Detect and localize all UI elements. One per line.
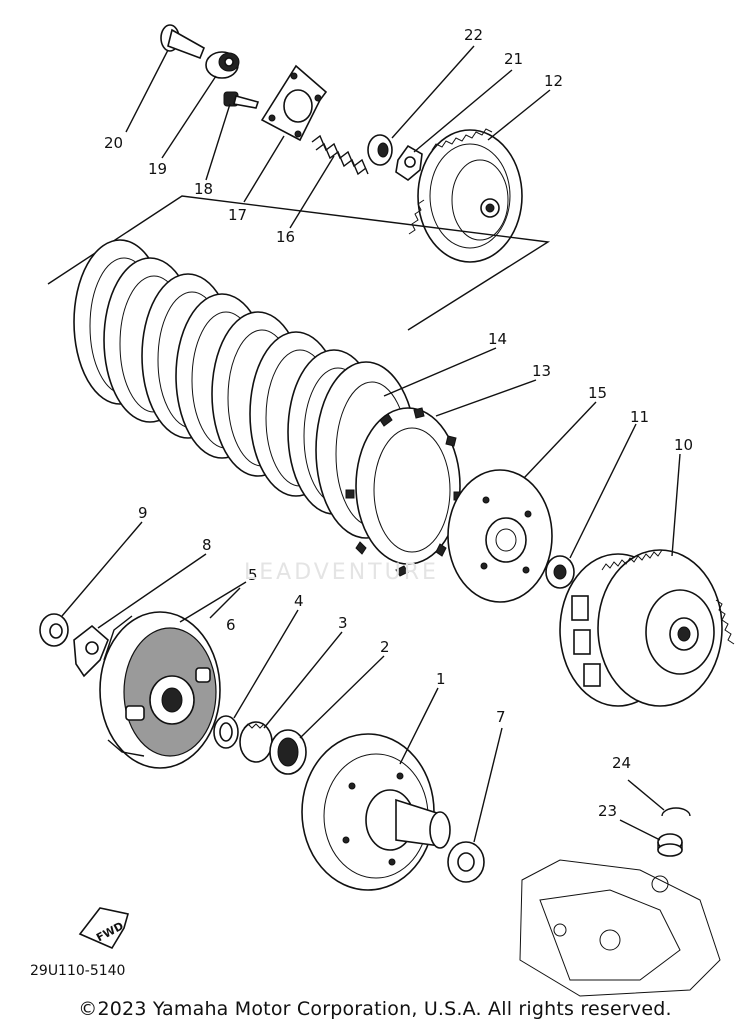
callout-3: 3 [338, 614, 348, 632]
nut-part [367, 134, 393, 166]
callout-19: 19 [148, 160, 167, 178]
callout-14: 14 [488, 330, 507, 348]
thrust-washer-part [545, 555, 575, 589]
callout-1: 1 [436, 670, 446, 688]
circlip-small-part [661, 807, 691, 817]
pressure-plate-part [260, 64, 328, 142]
callout-13: 13 [532, 362, 551, 380]
callout-8: 8 [202, 536, 212, 554]
callout-17: 17 [228, 206, 247, 224]
crankcase-part [519, 859, 721, 997]
centrifugal-clutch-part [99, 611, 221, 769]
callout-23: 23 [598, 802, 617, 820]
fwd-arrow-icon: FWD [78, 907, 130, 950]
callout-16: 16 [276, 228, 295, 246]
callout-18: 18 [194, 180, 213, 198]
washer-large-part [447, 841, 485, 883]
callout-labels: 20 19 18 17 16 22 21 12 14 13 15 11 10 9… [104, 26, 693, 820]
lock-washer-small-part [73, 624, 109, 678]
lock-washer-part [395, 144, 423, 181]
clutch-boss-part [447, 469, 553, 603]
leader-lines [61, 45, 681, 843]
callout-12: 12 [544, 72, 563, 90]
cap-part [657, 833, 683, 857]
drawing-code: 29U110-5140 [30, 963, 125, 979]
callout-10: 10 [674, 436, 693, 454]
circlip-part [213, 715, 239, 749]
bolt-part [160, 24, 206, 60]
callout-2: 2 [380, 638, 390, 656]
primary-gear-part [408, 128, 523, 263]
callout-7: 7 [496, 708, 506, 726]
needle-bearing-part [269, 729, 307, 775]
callout-24: 24 [612, 754, 631, 772]
callout-20: 20 [104, 134, 123, 152]
callout-9: 9 [138, 504, 148, 522]
screw-part [223, 91, 260, 109]
callout-15: 15 [588, 384, 607, 402]
spring-part [311, 134, 369, 176]
watermark-text: LEADVENTURE [244, 560, 439, 585]
clutch-plate-stack [73, 239, 417, 539]
gear-small-part [239, 721, 273, 763]
friction-plate-part [345, 407, 463, 577]
callout-4: 4 [294, 592, 304, 610]
callout-6: 6 [226, 616, 236, 634]
washer-part [39, 613, 69, 647]
callout-11: 11 [630, 408, 649, 426]
bearing-part [205, 51, 240, 79]
copyright-notice: ©2023 Yamaha Motor Corporation, U.S.A. A… [78, 998, 672, 1020]
callout-22: 22 [464, 26, 483, 44]
callout-5: 5 [248, 566, 258, 584]
clutch-carrier-part [301, 733, 451, 891]
callout-21: 21 [504, 50, 523, 68]
clutch-housing-part [559, 549, 735, 707]
